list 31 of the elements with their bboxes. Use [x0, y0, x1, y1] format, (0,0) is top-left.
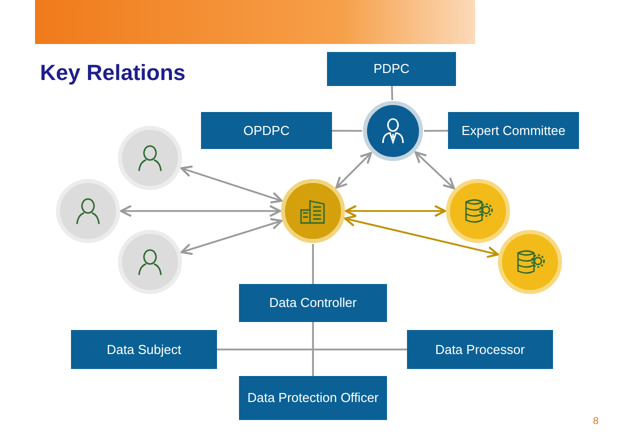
slide-title: Key Relations	[40, 60, 186, 86]
arrow	[344, 214, 499, 258]
role-box	[407, 330, 553, 369]
arrow	[414, 151, 455, 190]
arrow	[180, 166, 283, 204]
arrow	[120, 204, 281, 218]
box-label: PDPC	[373, 61, 410, 77]
box-label: Data Controller	[269, 295, 357, 311]
authority-circle	[363, 101, 423, 161]
role-box	[239, 284, 387, 322]
box-label: Expert Committee	[461, 122, 566, 138]
connector-line	[217, 348, 407, 350]
arrow	[345, 204, 446, 218]
connector-line	[332, 130, 362, 132]
role-box	[201, 112, 332, 149]
role-box	[327, 52, 456, 86]
role-box	[239, 376, 387, 420]
database-circle	[446, 179, 510, 243]
box-label: OPDPC	[243, 122, 290, 138]
connector-line	[424, 130, 448, 132]
box-label: Data Protection Officer	[247, 390, 379, 406]
box-label: Data Processor	[435, 342, 525, 358]
arrow	[335, 152, 372, 189]
role-box	[71, 330, 217, 369]
connector-line	[312, 322, 314, 376]
connector-line	[391, 86, 394, 100]
arrow	[180, 218, 283, 255]
box-label: Data Subject	[106, 342, 182, 358]
role-box	[448, 112, 579, 149]
connector-line	[312, 244, 314, 284]
page-number: 8	[593, 416, 599, 427]
